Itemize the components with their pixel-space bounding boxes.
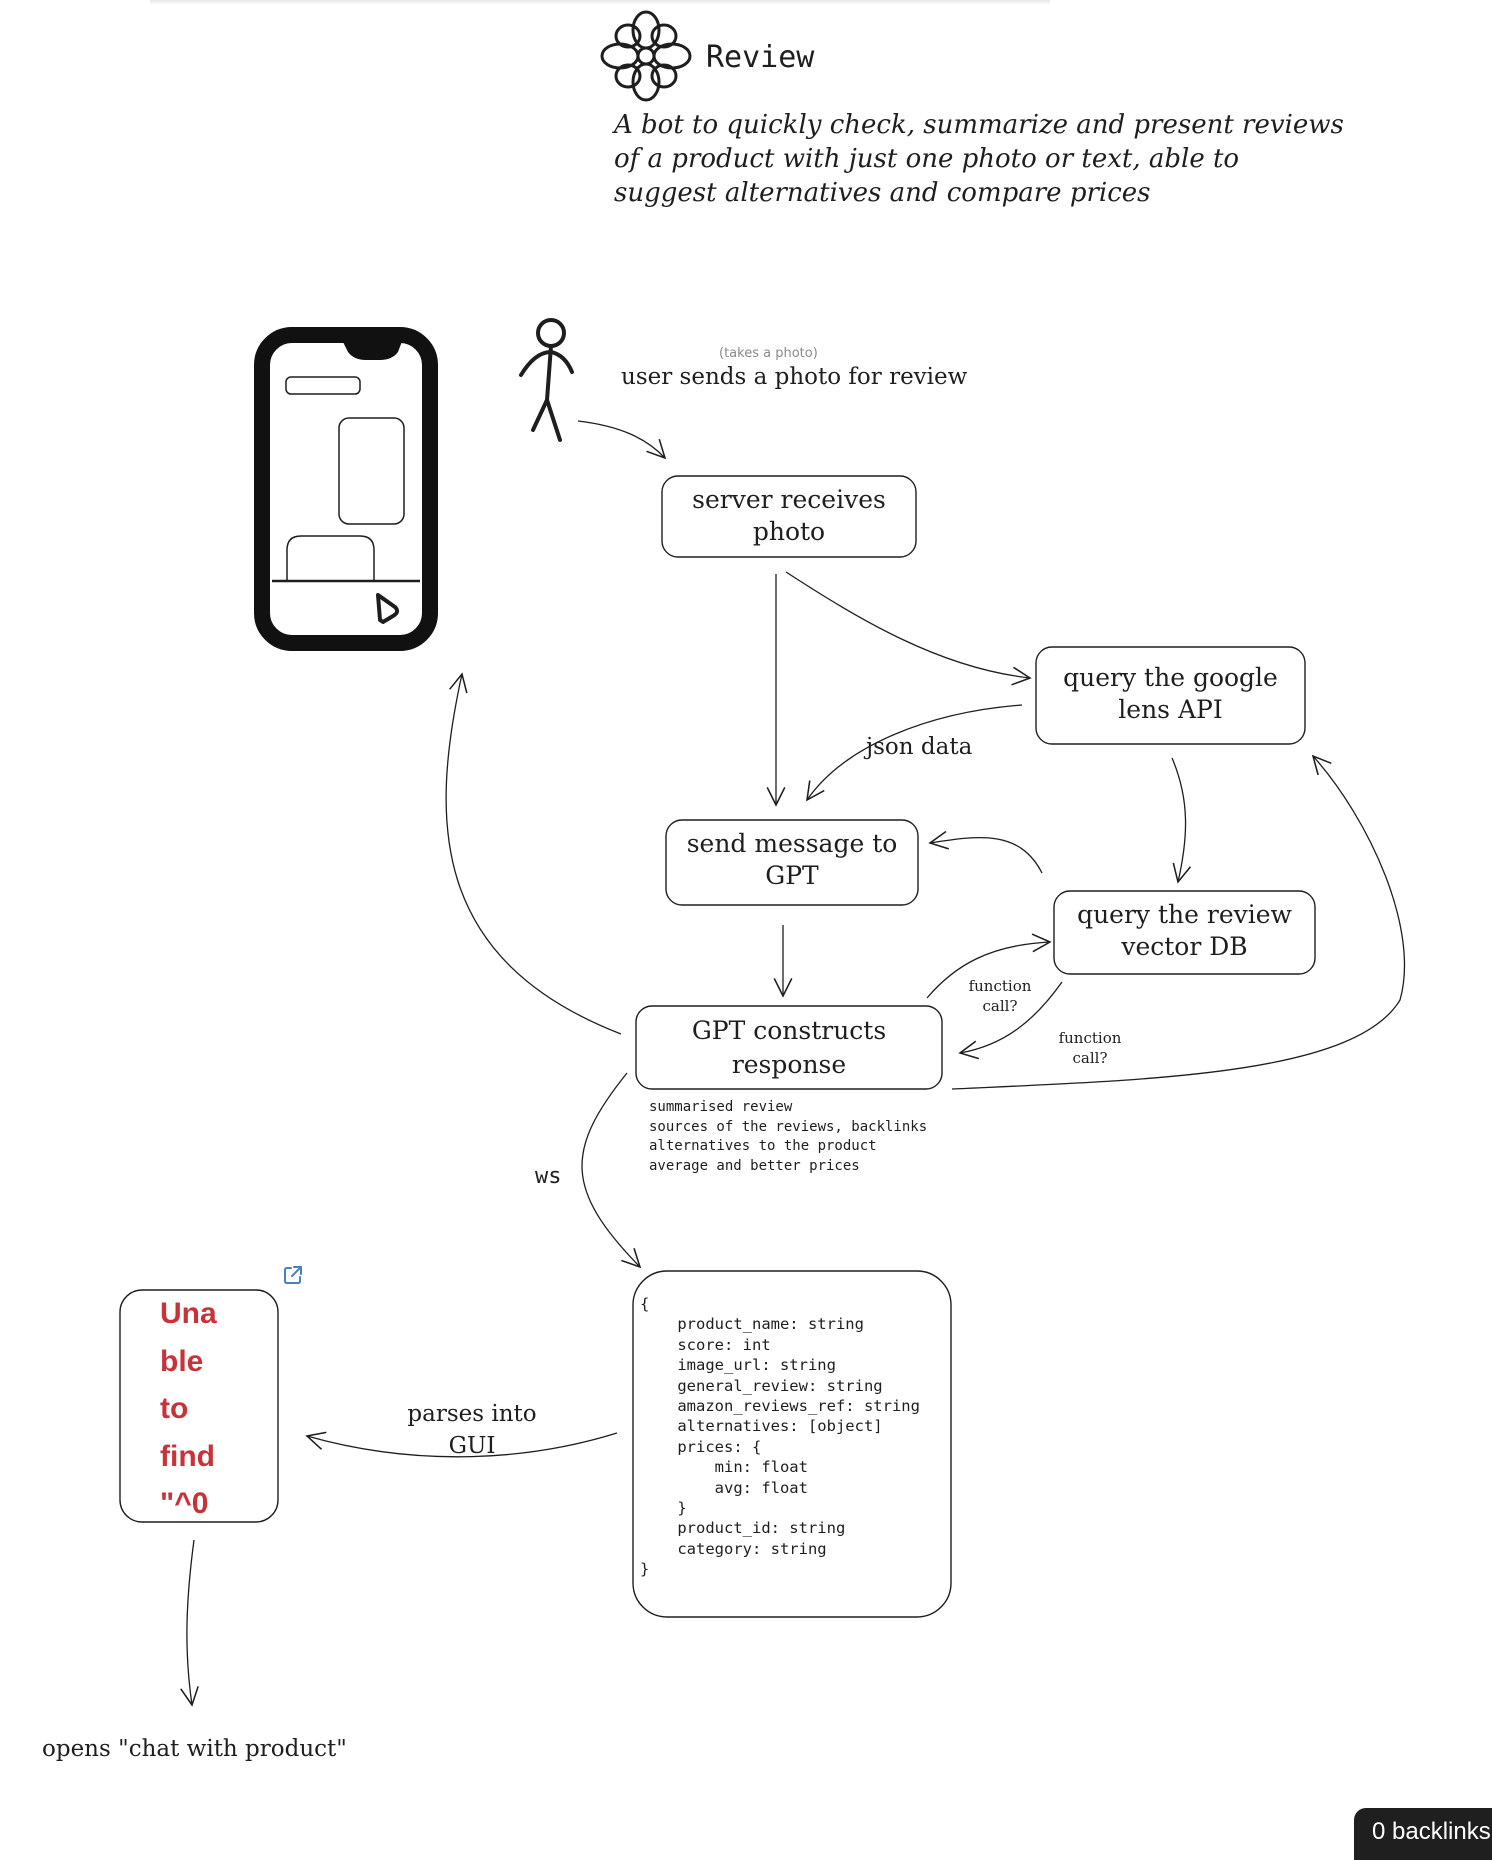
code-line: min: float [640,1458,808,1477]
node-label-line: query the review [1077,900,1292,929]
error-line: "^0 [160,1487,209,1520]
code-line: product_name: string [640,1315,864,1334]
arrow-lens-to-db [1171,757,1192,884]
embed-error-text: Una ble to find "^0 [160,1290,290,1528]
node-send-message-gpt [665,819,919,906]
code-line: avg: float [640,1478,808,1497]
response-notes: summarised review sources of the reviews… [649,1098,927,1176]
code-line: image_url: string [640,1356,836,1375]
node-label-line: GPT [765,861,819,890]
code-line: } [640,1560,650,1579]
code-line: amazon_reviews_ref: string [640,1397,920,1416]
node-server-label: server receives photo [662,484,916,548]
note-line: alternatives to the product [649,1138,877,1154]
user-caption: user sends a photo for review [621,364,968,390]
note-line: sources of the reviews, backlinks [649,1118,928,1135]
code-line: category: string [640,1539,827,1558]
edge-label-function-call: function call? [1048,1028,1132,1068]
node-send-gpt-label: send message to GPT [666,828,918,892]
node-label-line: vector DB [1121,932,1248,961]
edge-label-line: call? [982,997,1018,1015]
phone-icon [254,327,438,651]
code-line: prices: { [640,1437,762,1456]
arrow-response-to-lens [951,754,1406,1090]
node-gpt-response-label: GPT constructs response [636,1014,942,1082]
error-line: ble [160,1344,204,1378]
flower-logo-icon [600,10,692,102]
arrow-gui-to-chat [180,1539,199,1707]
arrow-ws-to-schema [581,1072,642,1269]
code-line: } [640,1499,687,1518]
edge-label-line: call? [1072,1049,1108,1067]
node-google-lens-label: query the google lens API [1036,662,1305,726]
schema-box [632,1270,952,1618]
schema-code: { product_name: string score: int image_… [640,1294,920,1580]
edge-label-line: GUI [448,1433,496,1459]
external-link-icon[interactable] [282,1264,304,1286]
arrow-response-to-phone [445,672,622,1035]
node-review-db-label: query the review vector DB [1054,899,1315,963]
node-query-google-lens [1035,646,1306,745]
node-label-line: GPT constructs [691,1016,887,1045]
code-line: general_review: string [640,1376,883,1395]
description-line: of a product with just one photo or text… [614,144,1240,174]
node-gpt-constructs-response [635,1005,943,1090]
page-title: Review [706,40,815,75]
backlinks-badge[interactable]: 0 backlinks [1354,1808,1492,1860]
note-line: summarised review [649,1099,793,1115]
node-server-receives-photo [661,475,917,558]
edge-label-ws: ws [535,1164,562,1189]
node-label-line: response [731,1050,847,1079]
error-line: Una [160,1297,217,1330]
node-query-review-db [1053,890,1316,975]
edge-label-line: parses into [407,1401,537,1427]
arrow-response-to-db [926,933,1052,999]
description-line: A bot to quickly check, summarize and pr… [614,110,1344,140]
node-label-line: photo [752,517,826,546]
photo-hint: (takes a photo) [719,346,818,361]
code-line: product_id: string [640,1519,846,1538]
edge-label-line: function [968,977,1032,995]
arrow-db-function-call [958,981,1063,1060]
edge-label-parses-into-gui: parses into GUI [372,1398,572,1462]
code-line: score: int [640,1335,771,1354]
code-line: { [640,1295,650,1313]
node-label-line: lens API [1118,695,1223,724]
stick-figure-icon [519,318,574,442]
edge-label-json-data: json data [866,734,973,760]
top-fade [150,0,1050,5]
node-label-line: query the google [1063,663,1278,692]
node-label-line: send message to [686,829,898,858]
edge-label-function-call: function call? [958,976,1042,1016]
edge-label-line: function [1058,1029,1122,1047]
embed-error-box [119,1289,279,1523]
error-line: to [160,1392,189,1425]
opens-chat-caption: opens "chat with product" [42,1736,347,1762]
arrow-server-to-lens [785,571,1032,686]
arrow-user-to-server [577,420,667,460]
arrow-lens-json-to-gpt [806,704,1023,802]
description-line: suggest alternatives and compare prices [614,178,1151,208]
error-line: find [160,1439,215,1473]
note-line: average and better prices [649,1157,860,1174]
arrow-db-to-gpt [928,830,1043,874]
page-description: A bot to quickly check, summarize and pr… [614,108,1344,210]
code-line: alternatives: [object] [640,1417,883,1436]
node-label-line: server receives [692,485,886,514]
arrow-schema-to-gui [305,1431,618,1458]
